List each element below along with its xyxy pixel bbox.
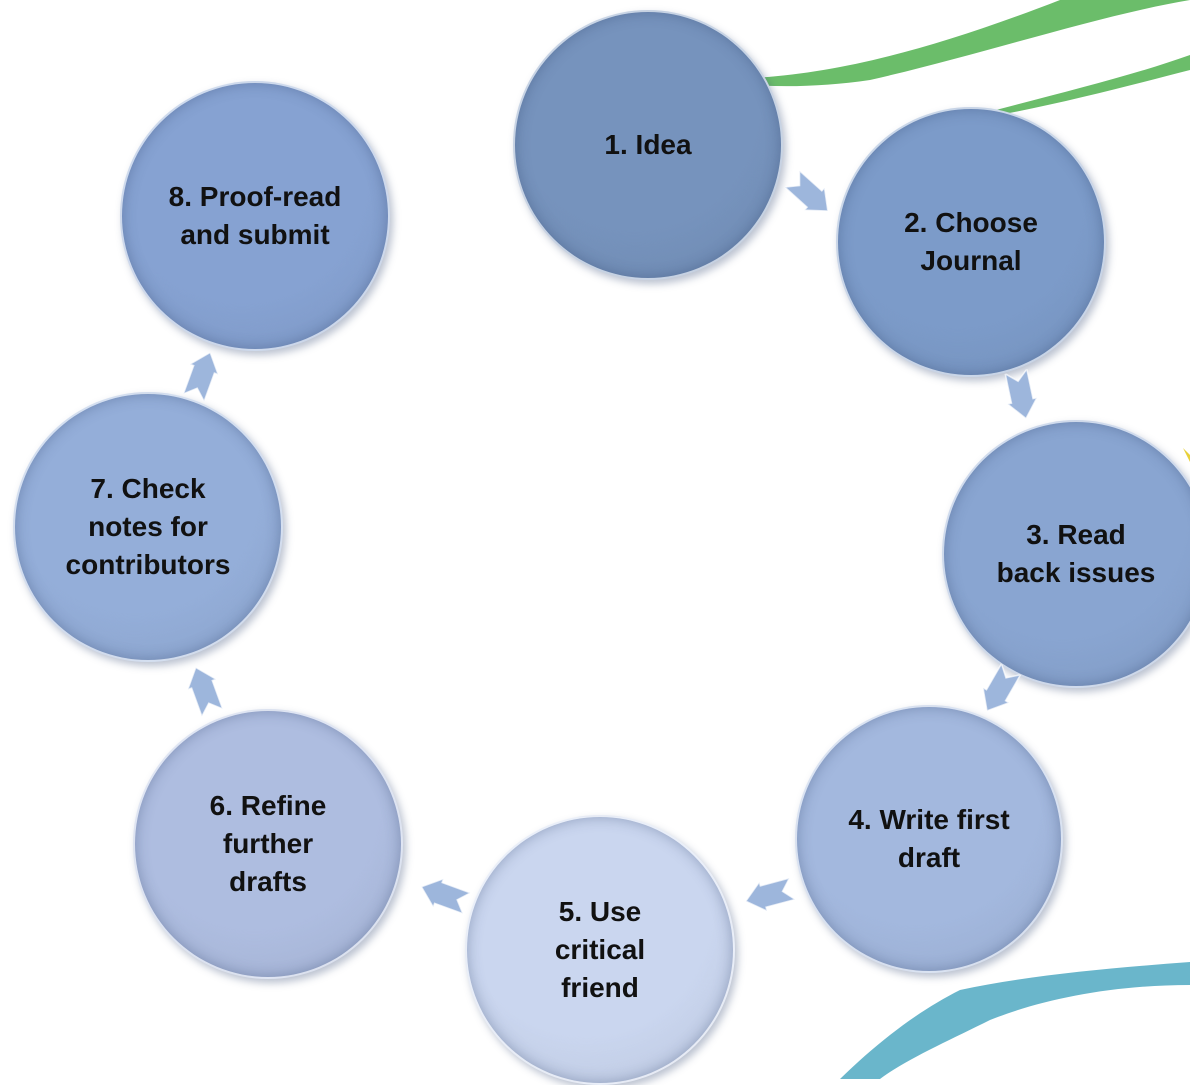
step-1-idea: 1. Idea [513,10,783,280]
step-8-label: 8. Proof-read and submit [168,181,342,250]
step-2-choose-journal: 2. Choose Journal [836,107,1106,377]
step-3-label: 3. Read back issues [996,519,1156,588]
teal-swoosh [840,962,1190,1079]
green-swoosh-top [650,0,1190,87]
step-3-read-back-issues: 3. Read back issues [942,420,1190,688]
step-5-use-critical-friend: 5. Use critical friend [465,815,735,1085]
arrow-5-to-6 [416,873,472,918]
step-4-label: 4. Write first draft [848,804,1010,873]
arrow-7-to-8 [180,347,225,403]
arrow-2-to-3 [1001,368,1040,421]
step-7-label: 7. Check notes for contributors [65,473,231,580]
arrow-4-to-5 [742,874,797,915]
arrow-1-to-2 [782,168,838,222]
step-2-label: 2. Choose Journal [904,207,1038,276]
arrow-6-to-7 [182,662,227,718]
arrow-3-to-4 [974,661,1024,719]
step-8-proof-read-submit: 8. Proof-read and submit [120,81,390,351]
yellow-mark [1183,448,1190,462]
step-7-check-notes: 7. Check notes for contributors [13,392,283,662]
step-4-write-first-draft: 4. Write first draft [795,705,1063,973]
step-6-refine-further-drafts: 6. Refine further drafts [133,709,403,979]
step-6-label: 6. Refine further drafts [209,790,327,897]
step-5-label: 5. Use critical friend [554,896,646,1003]
step-1-label: 1. Idea [604,129,692,160]
